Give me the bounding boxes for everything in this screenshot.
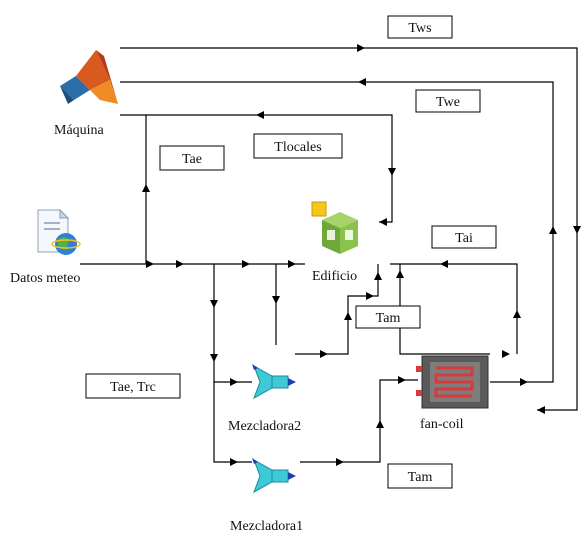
arrow-datos-3 bbox=[242, 260, 250, 268]
signal-tai-box: Tai bbox=[431, 225, 497, 249]
signal-tai-label: Tai bbox=[455, 231, 473, 246]
connection-wires bbox=[80, 47, 578, 463]
edificio-label: Edificio bbox=[312, 269, 357, 284]
mezcladora1-label: Mezcladora1 bbox=[230, 519, 303, 534]
signal-twe-box: Twe bbox=[415, 89, 481, 113]
signal-tws-label: Tws bbox=[408, 21, 431, 36]
mezcladora1-block[interactable]: Mezcladora1 bbox=[230, 458, 303, 534]
arrow-tws-left bbox=[537, 406, 545, 414]
arrow-tlocales-in bbox=[379, 218, 387, 226]
arrow-tai-left bbox=[440, 260, 448, 268]
arrow-tws-right bbox=[357, 44, 365, 52]
arrow-datos-2 bbox=[176, 260, 184, 268]
arrow-tlocales-down bbox=[388, 168, 396, 176]
wire-to-mezcladora1 bbox=[213, 382, 252, 463]
signal-tae-trc-box: Tae, Trc bbox=[85, 373, 181, 399]
signal-twe-label: Twe bbox=[436, 95, 460, 110]
arrow-tam-lower-2 bbox=[376, 420, 384, 428]
arrow-tam-upper-1 bbox=[320, 350, 328, 358]
wire-tam-upper bbox=[295, 264, 379, 355]
fancoil-block[interactable]: fan-coil bbox=[416, 355, 489, 432]
signal-tws-box: Tws bbox=[387, 15, 453, 39]
signal-tam-lower-box: Tam bbox=[387, 463, 453, 489]
mixer-icon bbox=[252, 458, 296, 494]
arrow-mez2-in bbox=[230, 378, 238, 386]
arrow-down-1 bbox=[210, 300, 218, 308]
wire-tai bbox=[390, 263, 518, 354]
signal-tae-trc-label: Tae, Trc bbox=[110, 380, 156, 395]
weather-data-file-icon bbox=[37, 208, 81, 255]
fancoil-label: fan-coil bbox=[420, 417, 464, 432]
arrow-down-3 bbox=[272, 296, 280, 304]
signal-tae-label: Tae bbox=[182, 152, 202, 167]
arrow-tam-lower-3 bbox=[398, 376, 406, 384]
arrow-twe-right bbox=[520, 378, 528, 386]
signal-tam-upper-label: Tam bbox=[376, 311, 401, 326]
mixer-icon bbox=[252, 364, 296, 400]
arrow-tam-upper-3 bbox=[366, 292, 374, 300]
wire-tam-fancoil bbox=[399, 264, 490, 355]
fan-coil-icon bbox=[416, 355, 489, 409]
arrow-tam-fancoil-up bbox=[396, 270, 404, 278]
arrow-tam-upper-4 bbox=[374, 272, 382, 280]
arrow-tam-lower-1 bbox=[336, 458, 344, 466]
arrow-tlocales-left bbox=[256, 111, 264, 119]
datos-meteo-block[interactable]: Datos meteo bbox=[10, 208, 81, 286]
datos-meteo-label: Datos meteo bbox=[10, 271, 80, 286]
arrow-tai-up bbox=[513, 310, 521, 318]
maquina-block[interactable]: Máquina bbox=[54, 50, 118, 138]
arrow-datos-1 bbox=[146, 260, 154, 268]
signal-tam-lower-label: Tam bbox=[408, 470, 433, 485]
signal-tae-box: Tae bbox=[159, 145, 225, 171]
arrow-twe-up bbox=[549, 226, 557, 234]
maquina-label: Máquina bbox=[54, 123, 105, 138]
wire-to-mezcladora2 bbox=[213, 264, 252, 383]
arrow-tam-fancoil-right bbox=[502, 350, 510, 358]
matlab-icon bbox=[60, 50, 118, 104]
mezcladora2-label: Mezcladora2 bbox=[228, 419, 301, 434]
building-block-icon bbox=[311, 201, 358, 254]
arrow-tam-upper-2 bbox=[344, 312, 352, 320]
arrow-twe-left bbox=[358, 78, 366, 86]
wire-tam-lower bbox=[300, 379, 418, 463]
arrow-down-2 bbox=[210, 354, 218, 362]
mezcladora2-block[interactable]: Mezcladora2 bbox=[228, 364, 301, 434]
arrow-tae-up bbox=[142, 184, 150, 192]
arrow-datos-4 bbox=[288, 260, 296, 268]
arrowheads bbox=[142, 44, 581, 466]
signal-tam-upper-box: Tam bbox=[355, 305, 421, 329]
edificio-block[interactable]: Edificio bbox=[311, 201, 358, 284]
arrow-tws-down bbox=[573, 226, 581, 234]
signal-tlocales-box: Tlocales bbox=[253, 133, 343, 159]
signal-tlocales-label: Tlocales bbox=[274, 140, 321, 155]
arrow-mez1-in bbox=[230, 458, 238, 466]
